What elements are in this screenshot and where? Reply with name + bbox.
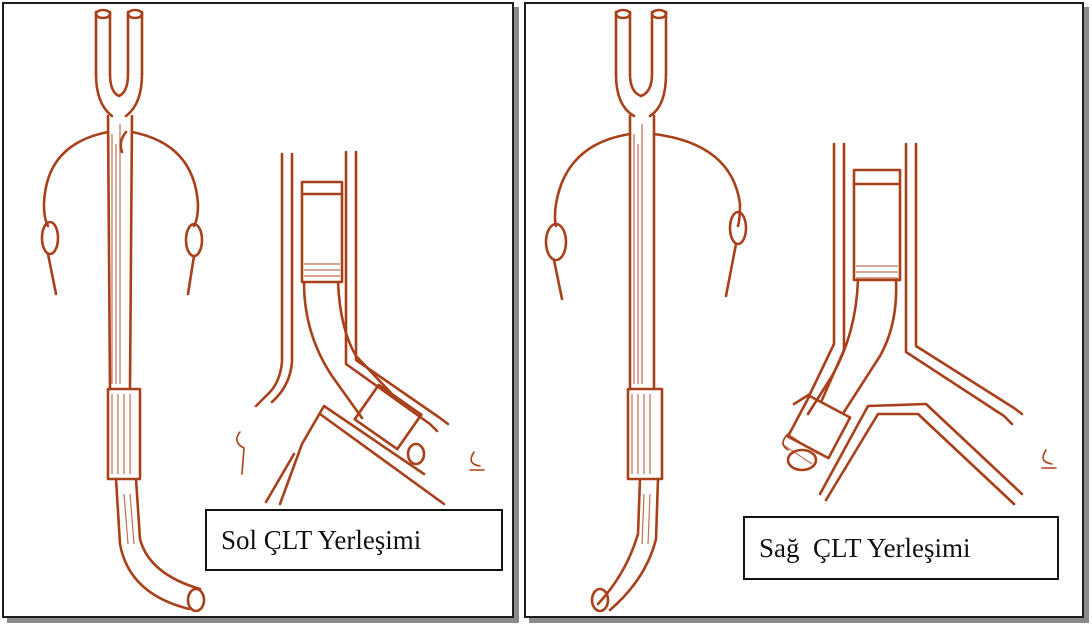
- left-tube-connectors: [96, 10, 142, 116]
- right-airway-inset: [782, 144, 1056, 504]
- left-caption: Sol ÇLT Yerleşimi: [205, 509, 503, 571]
- left-main-tube: [108, 116, 204, 611]
- left-airway-inset: [237, 152, 484, 504]
- left-pilot-lines: [42, 132, 202, 294]
- left-panel: Sol ÇLT Yerleşimi: [2, 2, 514, 618]
- right-caption: Sağ ÇLT Yerleşimi: [743, 516, 1059, 580]
- right-main-tube: [592, 116, 662, 611]
- right-panel: Sağ ÇLT Yerleşimi: [524, 2, 1084, 618]
- right-pilot-lines: [546, 134, 746, 299]
- right-tube-connectors: [616, 10, 666, 116]
